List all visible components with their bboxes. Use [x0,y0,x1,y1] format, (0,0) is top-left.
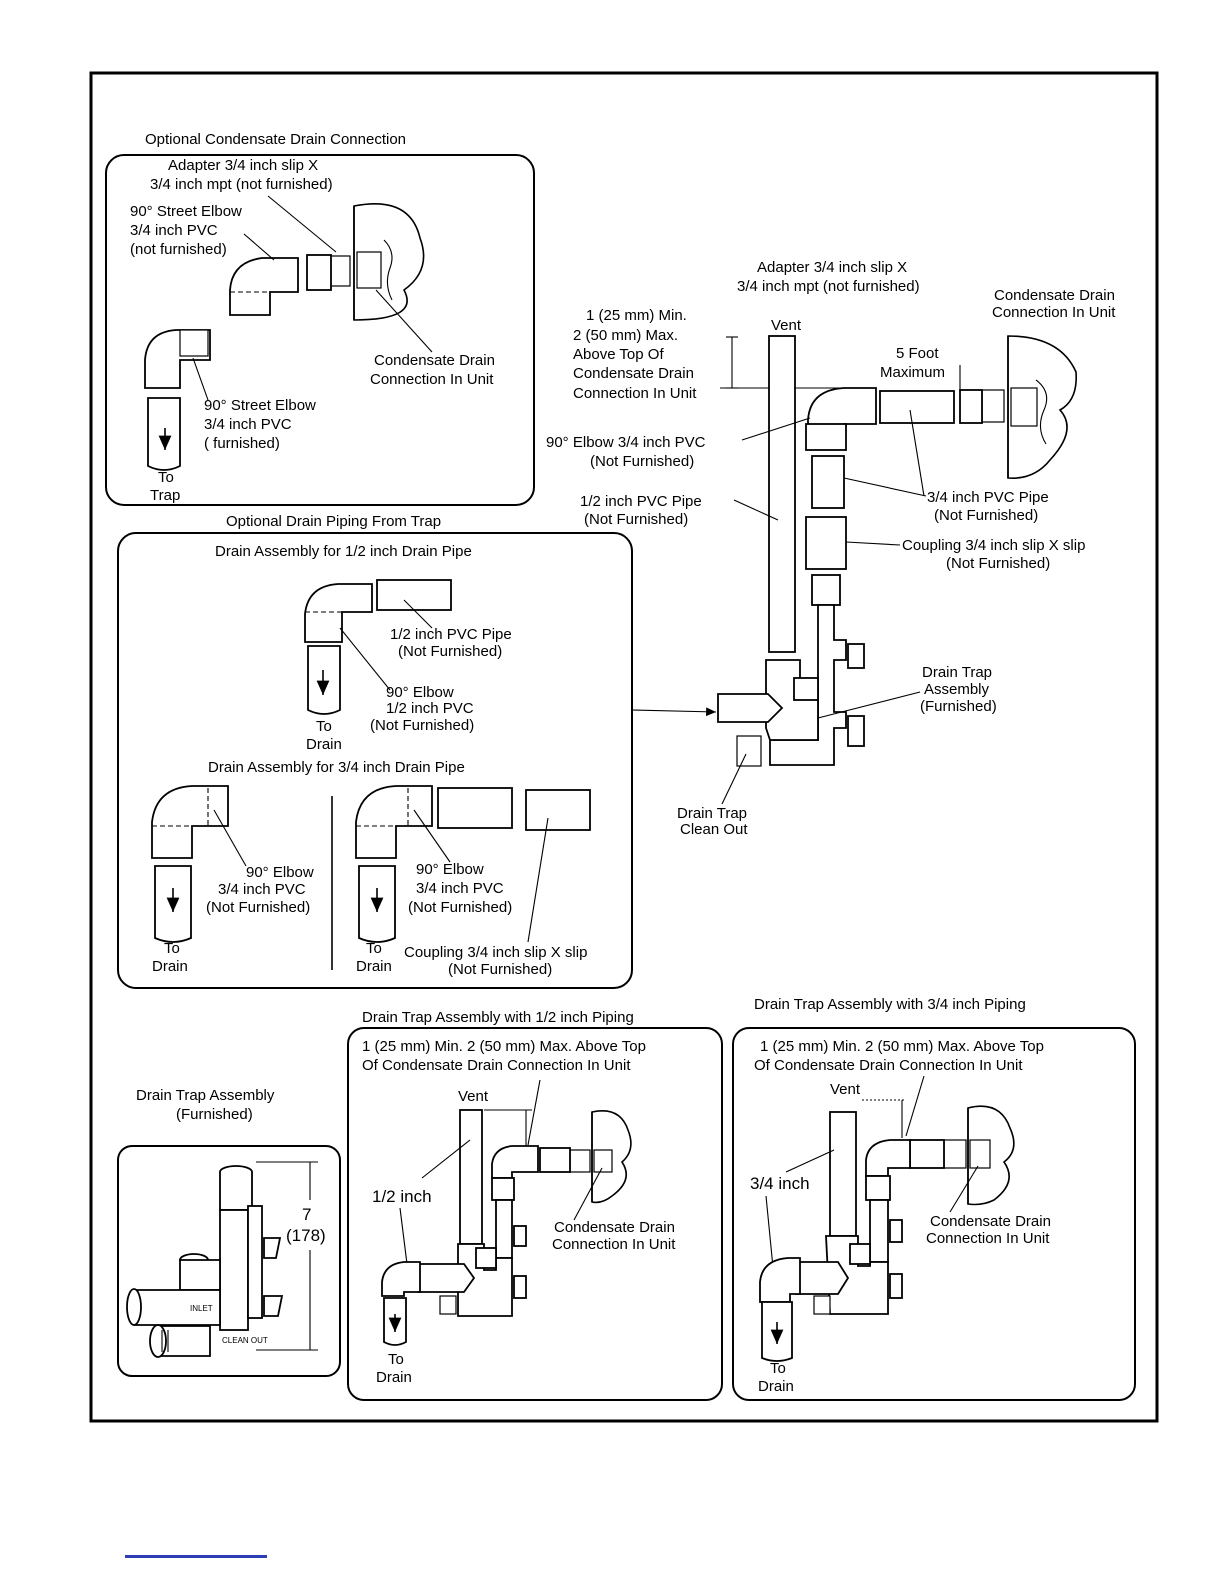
trap-marking: CLEAN OUT [222,1336,268,1345]
street-elbow-label: (not furnished) [130,241,227,258]
to-drain-label: To [770,1360,786,1377]
dimension-label: (178) [286,1226,326,1245]
size-label: 3/4 inch [750,1174,810,1193]
pvc-pipe-label: (Not Furnished) [934,507,1038,524]
clean-out-label: Clean Out [680,821,748,838]
optional-condensate-drain-panel: Optional Condensate Drain Connection Ada… [105,131,535,506]
street-elbow-label: ( furnished) [204,435,280,452]
elbow-label: 3/4 inch PVC [218,881,306,898]
adapter-label: Adapter 3/4 inch slip X [757,259,907,276]
to-drain-label: To [164,940,180,957]
half-pipe-label: (Not Furnished) [398,643,502,660]
five-foot-label: 5 Foot [896,345,939,362]
coupling-label: (Not Furnished) [946,555,1050,572]
section-title: Drain Assembly for 1/2 inch Drain Pipe [215,543,472,560]
drain-connection-label: Connection In Unit [992,304,1116,321]
section-title: Drain Assembly for 3/4 inch Drain Pipe [208,759,465,776]
vent-label: Vent [458,1088,489,1105]
half-elbow-label: 1/2 inch PVC [386,700,474,717]
main-drain-trap-diagram: Adapter 3/4 inch slip X 3/4 inch mpt (no… [546,259,1116,838]
size-label: 1/2 inch [372,1187,432,1206]
to-drain-label: Drain [306,736,342,753]
vent-label: Vent [771,317,802,334]
elbow-label: (Not Furnished) [590,453,694,470]
to-drain-label: To [388,1351,404,1368]
coupling-label: Coupling 3/4 inch slip X slip [404,944,587,961]
height-note: Above Top Of [573,346,664,363]
elbow-label: 3/4 inch PVC [416,880,504,897]
adapter-label: 3/4 inch mpt (not furnished) [737,278,920,295]
trap-marking: INLET [190,1304,213,1313]
panel-title: Optional Condensate Drain Connection [145,131,406,148]
elbow-label: 90° Elbow [246,864,314,881]
panel-title: Drain Trap Assembly [136,1087,275,1104]
adapter-label: 3/4 inch mpt (not furnished) [150,176,333,193]
street-elbow-label: 90° Street Elbow [204,397,316,414]
to-drain-label: To [366,940,382,957]
drain-connection-label: Condensate Drain [554,1219,675,1236]
coupling-label: (Not Furnished) [448,961,552,978]
height-note: Connection In Unit [573,385,697,402]
panel-title: Optional Drain Piping From Trap [226,513,441,530]
height-note: 1 (25 mm) Min. 2 (50 mm) Max. Above Top [760,1038,1044,1055]
drain-trap-label: (Furnished) [920,698,997,715]
drain-trap-assembly-panel: Drain Trap Assembly (Furnished) INLET CL… [117,1087,341,1377]
height-note: Of Condensate Drain Connection In Unit [754,1057,1023,1074]
to-drain-label: Drain [376,1369,412,1386]
elbow-label: 90° Elbow 3/4 inch PVC [546,434,706,451]
drain-trap-label: Drain Trap [922,664,992,681]
drain-connection-label: Connection In Unit [370,371,494,388]
pvc-pipe-label: (Not Furnished) [584,511,688,528]
elbow-label: 90° Elbow [416,861,484,878]
drain-connection-label: Connection In Unit [552,1236,676,1253]
to-drain-label: Drain [152,958,188,975]
to-trap-label: Trap [150,487,180,504]
height-note: Of Condensate Drain Connection In Unit [362,1057,631,1074]
vent-label: Vent [830,1081,861,1098]
half-inch-piping-panel: Drain Trap Assembly with 1/2 inch Piping… [347,1009,723,1401]
to-drain-label: To [316,718,332,735]
half-pipe-label: 1/2 inch PVC Pipe [390,626,512,643]
outer-frame [89,71,1159,1423]
pvc-pipe-label: 3/4 inch PVC Pipe [927,489,1049,506]
to-drain-label: Drain [356,958,392,975]
dimension-label: 7 [302,1205,311,1224]
drain-trap-label: Assembly [924,681,990,698]
height-note: 1 (25 mm) Min. [586,307,687,324]
panel-title: (Furnished) [176,1106,253,1123]
drain-connection-label: Condensate Drain [994,287,1115,304]
elbow-label: (Not Furnished) [408,899,512,916]
height-note: Condensate Drain [573,365,694,382]
footer-link-underline[interactable] [125,1555,267,1558]
three-quarter-inch-piping-panel: Drain Trap Assembly with 3/4 inch Piping… [732,996,1136,1401]
pvc-pipe-label: 1/2 inch PVC Pipe [580,493,702,510]
to-trap-label: To [158,469,174,486]
height-note: 1 (25 mm) Min. 2 (50 mm) Max. Above Top [362,1038,646,1055]
half-elbow-label: 90° Elbow [386,684,454,701]
panel-title: Drain Trap Assembly with 3/4 inch Piping [754,996,1026,1013]
elbow-label: (Not Furnished) [206,899,310,916]
drain-connection-label: Condensate Drain [930,1213,1051,1230]
clean-out-label: Drain Trap [677,805,747,822]
street-elbow-label: 3/4 inch PVC [130,222,218,239]
half-elbow-label: (Not Furnished) [370,717,474,734]
five-foot-label: Maximum [880,364,945,381]
coupling-label: Coupling 3/4 inch slip X slip [902,537,1085,554]
height-note: 2 (50 mm) Max. [573,327,678,344]
optional-drain-piping-panel: Optional Drain Piping From Trap Drain As… [117,513,633,989]
adapter-label: Adapter 3/4 inch slip X [168,157,318,174]
street-elbow-label: 90° Street Elbow [130,203,242,220]
to-drain-label: Drain [758,1378,794,1395]
drain-connection-label: Condensate Drain [374,352,495,369]
street-elbow-label: 3/4 inch PVC [204,416,292,433]
drain-connection-label: Connection In Unit [926,1230,1050,1247]
panel-title: Drain Trap Assembly with 1/2 inch Piping [362,1009,634,1026]
